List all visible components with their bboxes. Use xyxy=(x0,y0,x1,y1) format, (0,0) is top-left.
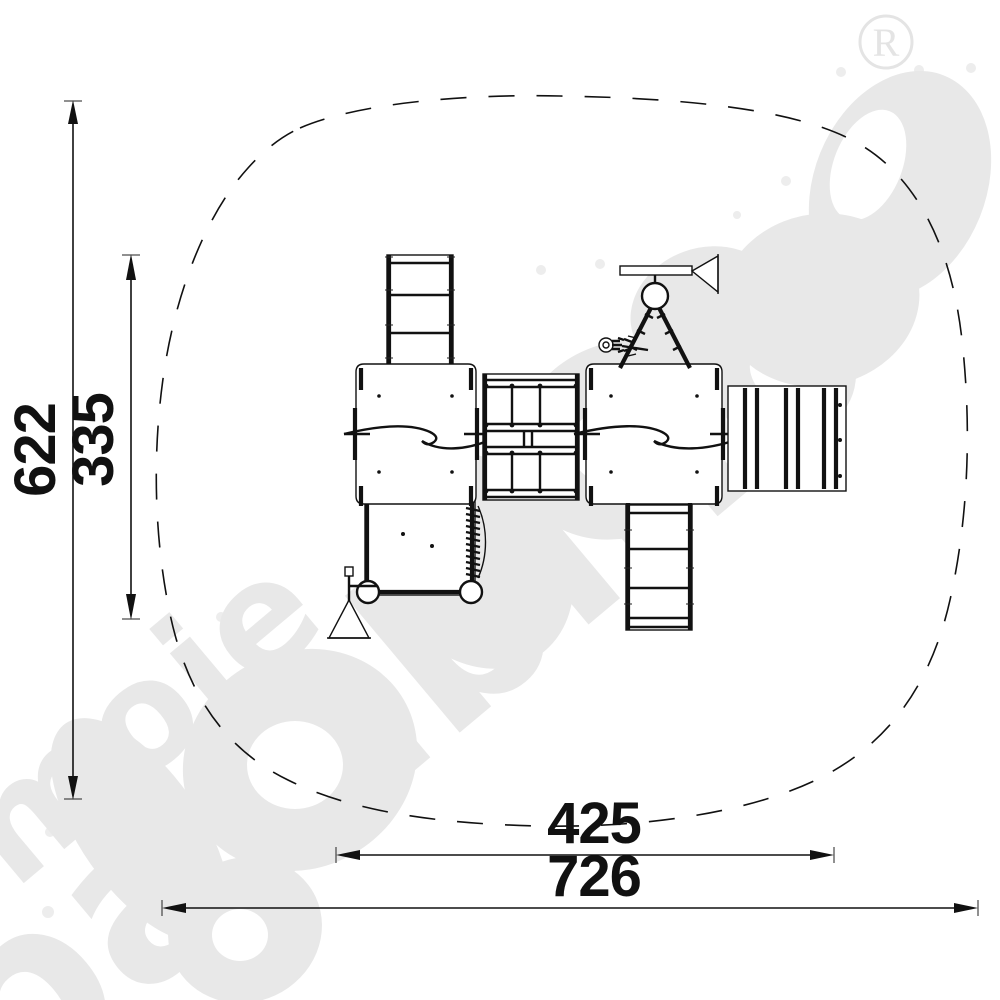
climbing-wall-panel xyxy=(355,499,487,605)
megaphone-left-icon xyxy=(327,566,377,639)
dimension-label-335: 335 xyxy=(61,393,126,487)
ladder-bottom xyxy=(624,503,694,631)
dimension-total-width: 726 xyxy=(161,844,979,916)
dimension-label-622: 622 xyxy=(3,403,68,497)
play-structure xyxy=(327,254,847,639)
trademark-icon: R xyxy=(858,14,914,70)
watermark-group: R xyxy=(0,14,992,1000)
platform-right xyxy=(573,363,737,506)
megaphone-right-icon xyxy=(619,254,719,294)
safety-zone-outline xyxy=(155,94,969,827)
svg-text:R: R xyxy=(873,20,900,65)
dimension-label-425: 425 xyxy=(547,791,641,856)
bridge xyxy=(482,373,580,501)
steering-wheel-icon xyxy=(598,335,649,357)
dimension-inner-height: 335 xyxy=(61,254,140,620)
dimension-total-height: 622 xyxy=(3,100,82,800)
dimension-label-726: 726 xyxy=(547,844,641,909)
ladder-top xyxy=(385,254,455,378)
spiral-element xyxy=(465,505,487,579)
climbing-frame xyxy=(598,254,719,369)
dimension-inner-width: 425 xyxy=(335,791,835,863)
slide xyxy=(727,385,847,492)
platform-left xyxy=(343,363,491,506)
watermark-blobs xyxy=(50,70,992,1000)
